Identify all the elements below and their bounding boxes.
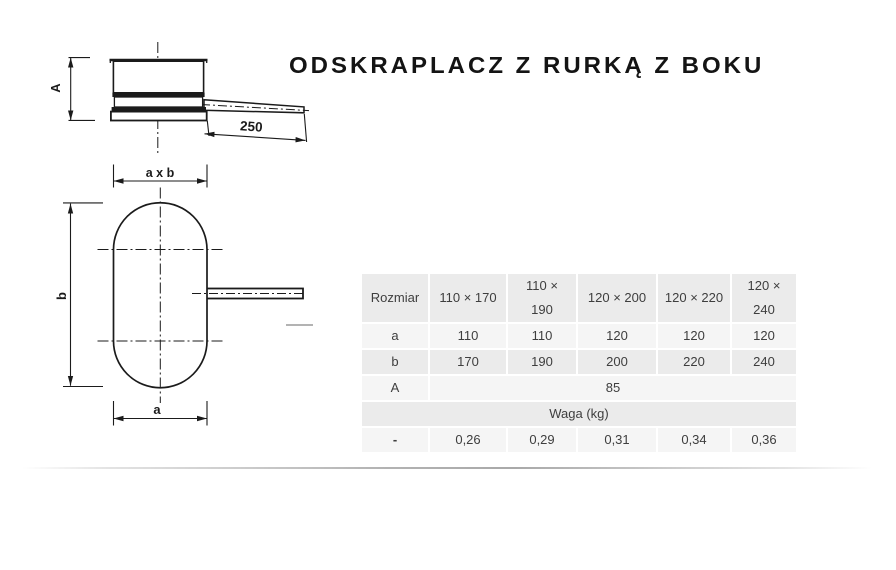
table-row-waga: Waga (kg)	[362, 402, 796, 426]
dim-a-height-label: A	[48, 83, 63, 93]
table-header-cell: 110 × 190	[508, 274, 576, 322]
table-header-row: Rozmiar 110 × 170 110 × 190 120 × 200 12…	[362, 274, 796, 322]
dimension-a-height: A	[48, 57, 95, 121]
side-view: A 250	[48, 42, 310, 154]
table-cell: 0,31	[578, 428, 656, 452]
table-cell: 200	[578, 350, 656, 374]
table-cell: 240	[732, 350, 796, 374]
dimension-axb: a x b	[112, 164, 208, 188]
condenser-body-side-view	[109, 58, 208, 122]
table-header-cell: 120 × 200	[578, 274, 656, 322]
dimension-tube-length: 250	[204, 113, 308, 143]
dim-a-label: a	[153, 402, 161, 417]
table-cell: 110	[430, 324, 506, 348]
table-row-weights: - 0,26 0,29 0,31 0,34 0,36	[362, 428, 796, 452]
table-cell-merged: Waga (kg)	[362, 402, 796, 426]
table-cell: 190	[508, 350, 576, 374]
size-table: Rozmiar 110 × 170 110 × 190 120 × 200 12…	[360, 272, 798, 454]
table-row-b: b 170 190 200 220 240	[362, 350, 796, 374]
table-cell: a	[362, 324, 428, 348]
table-header-cell: Rozmiar	[362, 274, 428, 322]
table-cell: -	[362, 428, 428, 452]
dim-b-label: b	[54, 292, 69, 300]
table-cell: 120	[658, 324, 730, 348]
table-header-cell: 120 × 220	[658, 274, 730, 322]
table-header-cell: 120 × 240	[732, 274, 796, 322]
table-cell: 110	[508, 324, 576, 348]
table-cell: A	[362, 376, 428, 400]
table-row-A: A 85	[362, 376, 796, 400]
table-cell: 0,36	[732, 428, 796, 452]
table-header-cell: 110 × 170	[430, 274, 506, 322]
front-view: a x b b a	[54, 164, 313, 426]
dim-axb-label: a x b	[146, 166, 175, 180]
table-cell: 0,34	[658, 428, 730, 452]
drain-tube-front-view	[203, 287, 304, 300]
table-cell: 220	[658, 350, 730, 374]
table-cell: 0,26	[430, 428, 506, 452]
table-cell: 120	[578, 324, 656, 348]
table-row-a: a 110 110 120 120 120	[362, 324, 796, 348]
table-cell: 0,29	[508, 428, 576, 452]
dimension-a-width: a	[112, 401, 208, 426]
dim-250-label: 250	[240, 118, 264, 135]
drain-tube-side-view	[200, 98, 310, 114]
dimension-b-height: b	[54, 202, 103, 388]
horizontal-divider	[22, 467, 872, 469]
table-cell: 170	[430, 350, 506, 374]
page-title: ODSKRAPLACZ Z RURKĄ Z BOKU	[289, 53, 765, 79]
table-cell: 120	[732, 324, 796, 348]
table-cell: b	[362, 350, 428, 374]
table-cell-merged: 85	[430, 376, 796, 400]
